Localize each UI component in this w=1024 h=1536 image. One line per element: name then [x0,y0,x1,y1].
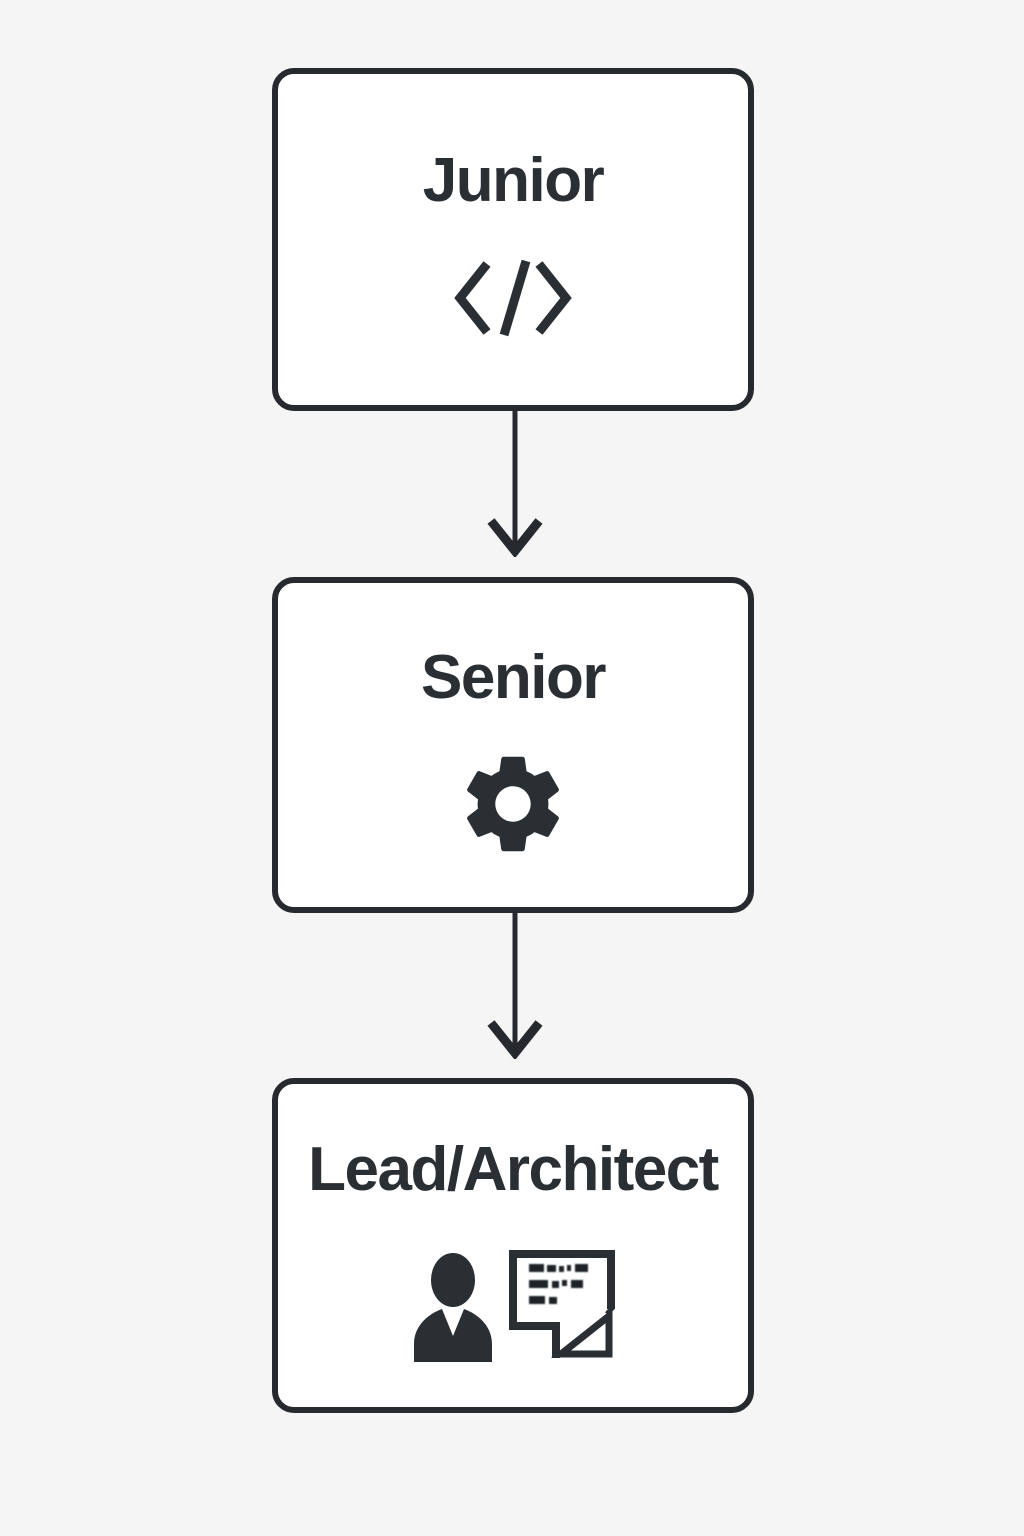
gear-icon [454,745,572,868]
node-junior: Junior [272,68,754,411]
lead-icons-group [411,1250,615,1367]
node-senior: Senior [272,577,754,913]
node-lead-architect-label: Lead/Architect [308,1135,719,1204]
arrow-senior-to-lead [487,911,543,1059]
whiteboard-pencil-icon [509,1250,615,1367]
node-senior-label: Senior [421,643,606,712]
code-icon [451,256,575,345]
node-lead-architect: Lead/Architect [272,1078,754,1413]
person-icon [411,1252,495,1367]
node-junior-label: Junior [422,146,605,215]
arrow-junior-to-senior [487,409,543,557]
